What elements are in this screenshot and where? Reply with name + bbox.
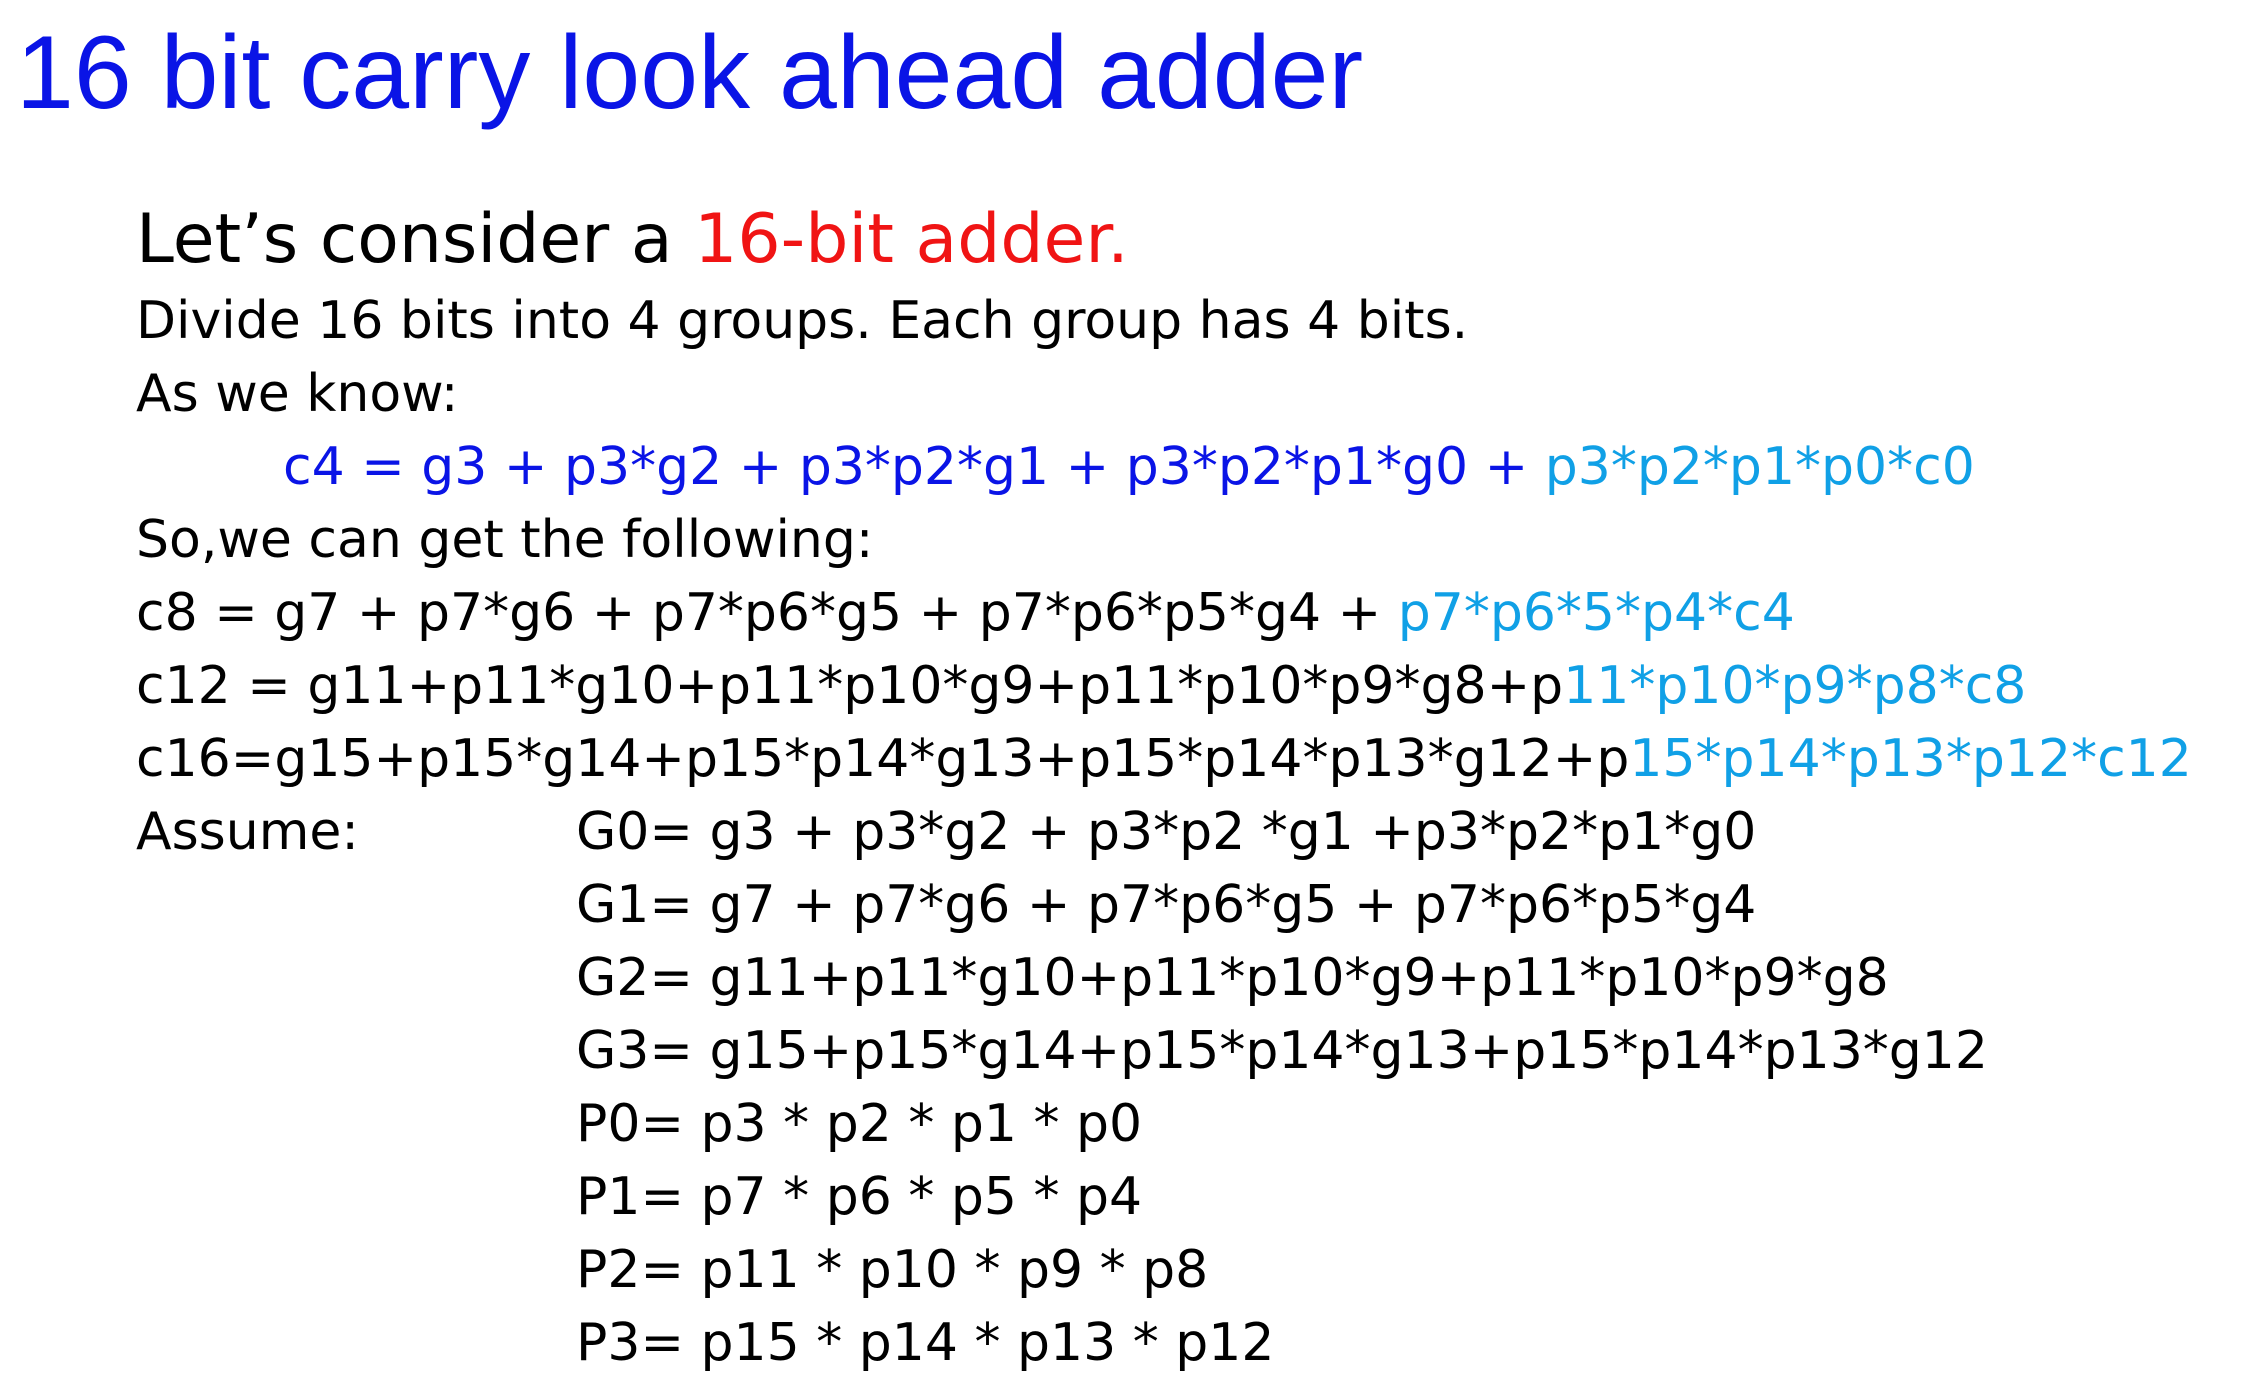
c8-equation: c8 = g7 + p7*g6 + p7*p6*g5 + p7*p6*p5*g4… xyxy=(136,577,1795,650)
c12-equation: c12 = g11+p11*g10+p11*p10*g9+p11*p10*p9*… xyxy=(136,650,2026,723)
c12-carry-term: 11*p10*p9*p8*c8 xyxy=(1563,656,2027,716)
assume-label: Assume: xyxy=(136,802,359,862)
as-we-know-line: As we know: xyxy=(136,364,459,424)
c16-equation: c16=g15+p15*g14+p15*p14*g13+p15*p14*p13*… xyxy=(136,723,2192,796)
intro-prefix: Let’s consider a xyxy=(136,200,695,279)
intro-highlight: 16-bit adder. xyxy=(694,200,1129,279)
assumption-p1: P1= p7 * p6 * p5 * p4 xyxy=(576,1167,1143,1227)
c4-main: c4 = g3 + p3*g2 + p3*p2*g1 + p3*p2*p1*g0… xyxy=(283,437,1545,497)
so-line: So,we can get the following: xyxy=(136,510,874,570)
intro-line: Let’s consider a 16-bit adder. xyxy=(136,198,1129,282)
assumption-p0: P0= p3 * p2 * p1 * p0 xyxy=(576,1094,1143,1154)
c8-main: c8 = g7 + p7*g6 + p7*p6*g5 + p7*p6*p5*g4… xyxy=(136,583,1398,643)
c4-carry-term: p3*p2*p1*p0*c0 xyxy=(1544,437,1975,497)
assumption-p2: P2= p11 * p10 * p9 * p8 xyxy=(576,1240,1209,1300)
c8-carry-term: p7*p6*5*p4*c4 xyxy=(1397,583,1795,643)
c16-main: c16=g15+p15*g14+p15*p14*g13+p15*p14*p13*… xyxy=(136,729,1630,789)
assumption-g3: G3= g15+p15*g14+p15*p14*g13+p15*p14*p13*… xyxy=(576,1021,1988,1081)
assumption-p3: P3= p15 * p14 * p13 * p12 xyxy=(576,1313,1275,1373)
assumption-g2: G2= g11+p11*g10+p11*p10*g9+p11*p10*p9*g8 xyxy=(576,948,1889,1008)
assumption-g1: G1= g7 + p7*g6 + p7*p6*g5 + p7*p6*p5*g4 xyxy=(576,875,1757,935)
c4-equation: c4 = g3 + p3*g2 + p3*p2*g1 + p3*p2*p1*g0… xyxy=(283,431,1975,504)
slide-title: 16 bit carry look ahead adder xyxy=(16,15,1364,131)
c12-main: c12 = g11+p11*g10+p11*p10*g9+p11*p10*p9*… xyxy=(136,656,1564,716)
c16-carry-term: 15*p14*p13*p12*c12 xyxy=(1629,729,2192,789)
divide-line: Divide 16 bits into 4 groups. Each group… xyxy=(136,291,1469,351)
assumption-g0: G0= g3 + p3*g2 + p3*p2 *g1 +p3*p2*p1*g0 xyxy=(576,802,1757,862)
